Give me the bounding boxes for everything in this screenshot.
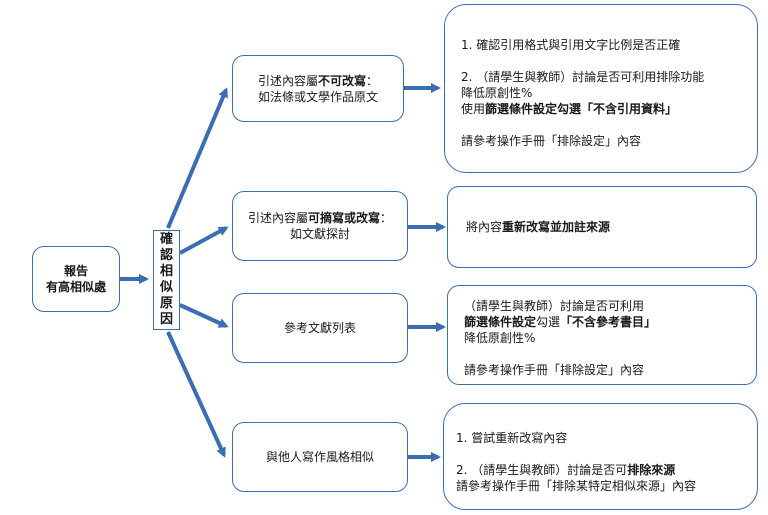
arrow-confirm-to-cause-3 — [179, 303, 229, 328]
action-1-item-1: 1. 確認引用格式與引用文字比例是否正確 — [461, 38, 681, 52]
cause-2-line-2: 如文獻探討 — [289, 227, 350, 241]
cause-4-label: 與他人寫作風格相似 — [265, 450, 374, 464]
cause-1-line-1: 引述內容屬不可改寫： — [257, 73, 379, 88]
action-3-line-1: （請學生與教師）討論是否可利用 — [464, 299, 645, 313]
action-2-text: 將內容重新改寫並加註來源 — [466, 220, 611, 234]
cause-box-2: 引述內容屬可摘寫或改寫： 如文獻探討 — [232, 191, 408, 261]
cause-box-3: 參考文獻列表 — [232, 293, 408, 363]
cause-box-4: 與他人寫作風格相似 — [232, 422, 408, 492]
cause-3-label: 參考文獻列表 — [283, 321, 356, 335]
confirm-char: 確 — [159, 232, 173, 247]
action-3-line-3: 降低原創性% — [464, 331, 536, 345]
arrow-confirm-to-cause-1 — [166, 87, 228, 229]
root-line-1: 報告 — [63, 264, 88, 278]
confirm-char: 似 — [159, 280, 173, 295]
cause-box-1: 引述內容屬不可改寫： 如法條或文學作品原文 — [232, 55, 404, 122]
action-4-note: 請參考操作手冊「排除某特定相似來源」內容 — [456, 479, 697, 493]
action-1-item-2-line-3: 使用篩選條件設定勾選「不含引用資料」 — [461, 102, 678, 116]
root-report-box: 報告 有高相似處 — [32, 246, 120, 312]
cause-1-line-2: 如法條或文學作品原文 — [257, 89, 378, 104]
action-1-item-2-line-2: 降低原創性% — [461, 86, 533, 100]
action-box-2: 將內容重新改寫並加註來源 — [447, 186, 757, 268]
action-box-4: 1. 嘗試重新改寫內容 2. （請學生與教師）討論是否可排除來源 請參考操作手冊… — [443, 403, 758, 510]
action-1-note: 請參考操作手冊「排除設定」內容 — [461, 134, 642, 148]
action-4-item-1: 1. 嘗試重新改寫內容 — [456, 431, 568, 445]
cause-2-line-1: 引述內容屬可摘寫或改寫： — [247, 211, 393, 225]
action-1-item-2-line-1: 2. （請學生與教師）討論是否可利用排除功能 — [461, 70, 705, 84]
confirm-char: 因 — [159, 312, 173, 327]
confirm-char: 相 — [159, 264, 173, 279]
arrow-confirm-to-cause-4 — [166, 331, 226, 458]
root-line-2: 有高相似處 — [45, 280, 106, 294]
action-box-1: 1. 確認引用格式與引用文字比例是否正確 2. （請學生與教師）討論是否可利用排… — [444, 4, 758, 173]
confirm-char: 認 — [159, 248, 173, 263]
confirm-reason-box: 確 認 相 似 原 因 — [153, 230, 180, 330]
action-3-note: 請參考操作手冊「排除設定」內容 — [464, 363, 645, 377]
arrow-confirm-to-cause-2 — [179, 226, 229, 255]
confirm-char: 原 — [159, 296, 173, 311]
action-4-item-2: 2. （請學生與教師）討論是否可排除來源 — [456, 463, 676, 477]
action-box-3: （請學生與教師）討論是否可利用 篩選條件設定勾選「不含參考書目」 降低原創性% … — [447, 285, 757, 385]
action-3-line-2: 篩選條件設定勾選「不含參考書目」 — [464, 315, 657, 329]
